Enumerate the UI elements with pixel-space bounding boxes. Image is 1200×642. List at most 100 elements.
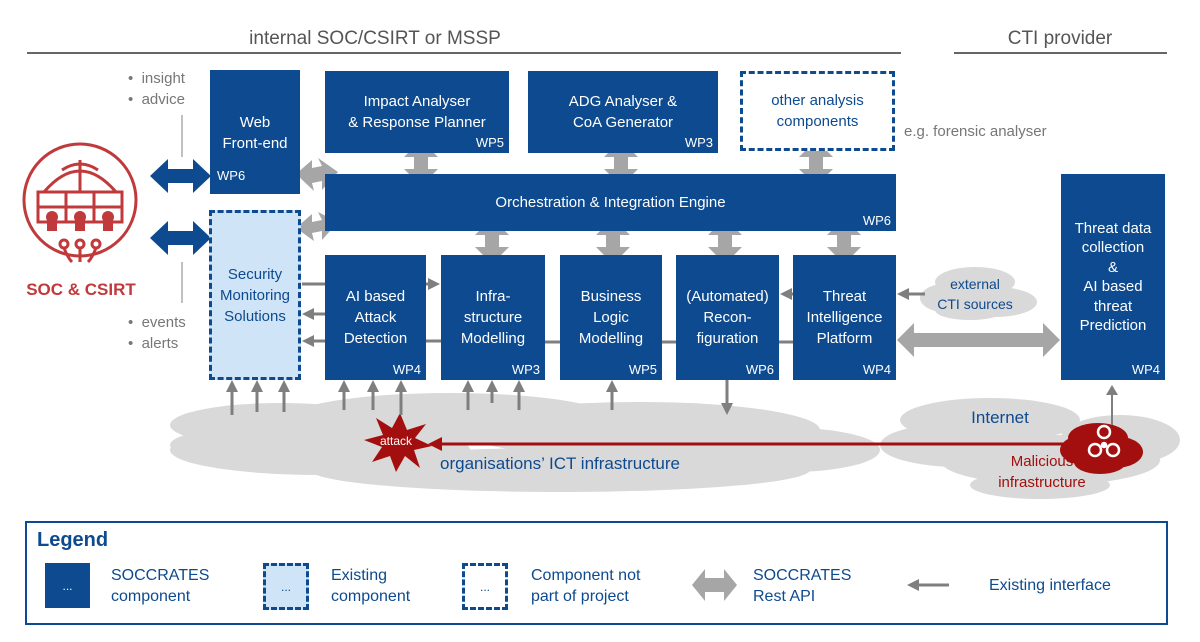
section-title-internal: internal SOC/CSIRT or MSSP xyxy=(249,28,501,49)
section-divider-internal xyxy=(27,52,901,54)
wp-badge: WP6 xyxy=(217,168,246,183)
threat-prediction-label-1: Threat data xyxy=(1074,219,1152,237)
threat-intel-label-2: Intelligence xyxy=(806,309,883,326)
component-threat-intelligence[interactable]: Threat Intelligence Platform WP4 xyxy=(793,255,896,380)
infra-modelling-label-1: Infra- xyxy=(475,288,511,305)
attack-detection-label-2: Attack xyxy=(354,309,397,326)
wp-badge: WP4 xyxy=(392,362,421,377)
impact-analyser-label-2: & Response Planner xyxy=(348,114,486,131)
reconfiguration-label-1: (Automated) xyxy=(686,288,769,305)
legend-item-existing-interface: Existing interface xyxy=(989,577,1111,594)
wp-badge: WP3 xyxy=(684,135,713,150)
soc-operators xyxy=(46,211,114,231)
web-frontend-label-2: Front-end xyxy=(222,135,288,152)
business-logic-label-1: Business xyxy=(580,288,642,305)
wp-badge: WP4 xyxy=(1131,362,1160,377)
adg-analyser-label-1: ADG Analyser & xyxy=(568,93,678,110)
other-analysis-label-2: components xyxy=(776,113,859,130)
threat-prediction-label-6: Prediction xyxy=(1079,317,1147,334)
malicious-to-prediction-arrow xyxy=(1106,385,1118,425)
legend-item-existing: Existing component xyxy=(331,565,410,607)
attack-line xyxy=(428,437,1065,451)
legend-item-soccrates: SOCCRATES component xyxy=(111,565,209,607)
ict-infrastructure-label: organisations’ ICT infrastructure xyxy=(440,454,680,473)
component-infra-modelling[interactable]: Infra- structure Modelling WP3 xyxy=(441,255,545,380)
attack-label: attack xyxy=(379,434,412,448)
component-threat-prediction[interactable]: Threat data collection & AI based threat… xyxy=(1061,174,1165,380)
legend-label-2: part of project xyxy=(531,588,629,605)
infra-modelling-label-2: structure xyxy=(463,309,523,326)
legend-swatch-existing: ... xyxy=(263,563,309,610)
external-cti-cloud xyxy=(920,267,1037,320)
attack-detection-label-3: Detection xyxy=(343,330,408,347)
soc-csirt-icon xyxy=(22,142,138,264)
threat-prediction-label-2: collection xyxy=(1081,239,1145,256)
soc-monitoring-arrow xyxy=(150,221,211,255)
external-cti-line-1: external xyxy=(950,276,1000,292)
external-cti-line-2: CTI sources xyxy=(937,296,1013,312)
component-other-analysis[interactable]: other analysis components xyxy=(740,71,895,151)
note-events: events xyxy=(141,314,186,331)
wp-badge: WP4 xyxy=(862,362,891,377)
legend-label-1: Existing xyxy=(331,567,388,584)
wp-badge: WP3 xyxy=(511,362,540,377)
wp-badge: WP5 xyxy=(475,135,504,150)
security-monitoring-label-1: Security xyxy=(227,265,283,283)
infra-modelling-label-3: Modelling xyxy=(460,330,526,347)
threat-intel-label-1: Threat xyxy=(822,288,867,305)
existing-interfaces xyxy=(226,278,925,415)
legend-label-1: SOCCRATES xyxy=(753,567,852,584)
notes-insight-advice: • insight • advice xyxy=(128,70,185,108)
malicious-line-2: infrastructure xyxy=(998,474,1086,491)
legend-item-notpart: Component not part of project xyxy=(531,565,640,607)
component-orchestration-engine[interactable]: Orchestration & Integration Engine WP6 xyxy=(325,174,896,231)
wp-badge: WP6 xyxy=(745,362,774,377)
reconfiguration-label-2: Recon- xyxy=(703,309,752,326)
soc-frontend-arrow xyxy=(150,159,211,193)
note-insight: insight xyxy=(141,70,185,87)
notes-events-alerts: • events • alerts xyxy=(128,314,186,352)
legend-swatch-soccrates: ... xyxy=(45,563,90,608)
security-monitoring-label-3: Solutions xyxy=(224,307,286,325)
component-web-frontend[interactable]: Web Front-end WP6 xyxy=(210,70,300,194)
attack-starburst-icon xyxy=(364,413,432,472)
note-alerts: alerts xyxy=(141,335,179,352)
adg-analyser-label-2: CoA Generator xyxy=(572,114,674,131)
section-title-cti: CTI provider xyxy=(1007,28,1113,49)
section-divider-cti xyxy=(954,52,1167,54)
reconfiguration-label-3: figuration xyxy=(696,330,759,347)
legend: Legend ... SOCCRATES component ... Exist… xyxy=(25,521,1168,625)
legend-interface-arrow-icon xyxy=(907,579,949,591)
biohazard-icon xyxy=(1087,424,1121,458)
soc-csirt-label: SOC & CSIRT xyxy=(26,280,136,299)
component-security-monitoring[interactable]: Security Monitoring Solutions xyxy=(209,210,301,380)
legend-item-rest-api: SOCCRATES Rest API xyxy=(753,565,851,607)
component-business-logic[interactable]: Business Logic Modelling WP5 xyxy=(560,255,662,380)
legend-swatch-notpart: ... xyxy=(462,563,508,610)
legend-label-2: component xyxy=(111,588,191,605)
forensic-analyser-note: e.g. forensic analyser xyxy=(904,123,1047,140)
legend-label-1: SOCCRATES xyxy=(111,567,210,584)
wp-badge: WP5 xyxy=(628,362,657,377)
threat-prediction-label-3: & xyxy=(1107,258,1118,276)
orchestration-label: Orchestration & Integration Engine xyxy=(495,194,726,211)
component-reconfiguration[interactable]: (Automated) Recon- figuration WP6 xyxy=(676,255,779,380)
other-analysis-label-1: other analysis xyxy=(771,92,864,109)
component-attack-detection[interactable]: AI based Attack Detection WP4 xyxy=(325,255,426,380)
web-frontend-label-1: Web xyxy=(239,114,271,131)
external-cti-label: external CTI sources xyxy=(930,274,1020,314)
business-logic-label-2: Logic xyxy=(593,309,629,326)
legend-label-2: component xyxy=(331,588,411,605)
threat-prediction-label-5: threat xyxy=(1093,297,1133,315)
legend-label-2: Rest API xyxy=(753,588,816,605)
threat-intel-label-3: Platform xyxy=(816,330,873,347)
internet-label: Internet xyxy=(971,408,1029,427)
legend-rest-api-icon xyxy=(692,569,737,601)
legend-label-1: Component not xyxy=(531,567,641,584)
legend-title: Legend xyxy=(37,529,109,551)
attack-detection-label-1: AI based xyxy=(345,288,406,305)
component-adg-analyser[interactable]: ADG Analyser & CoA Generator WP3 xyxy=(528,71,718,153)
impact-analyser-label-1: Impact Analyser xyxy=(363,93,471,110)
business-logic-label-3: Modelling xyxy=(578,330,644,347)
component-impact-analyser[interactable]: Impact Analyser & Response Planner WP5 xyxy=(325,71,509,153)
